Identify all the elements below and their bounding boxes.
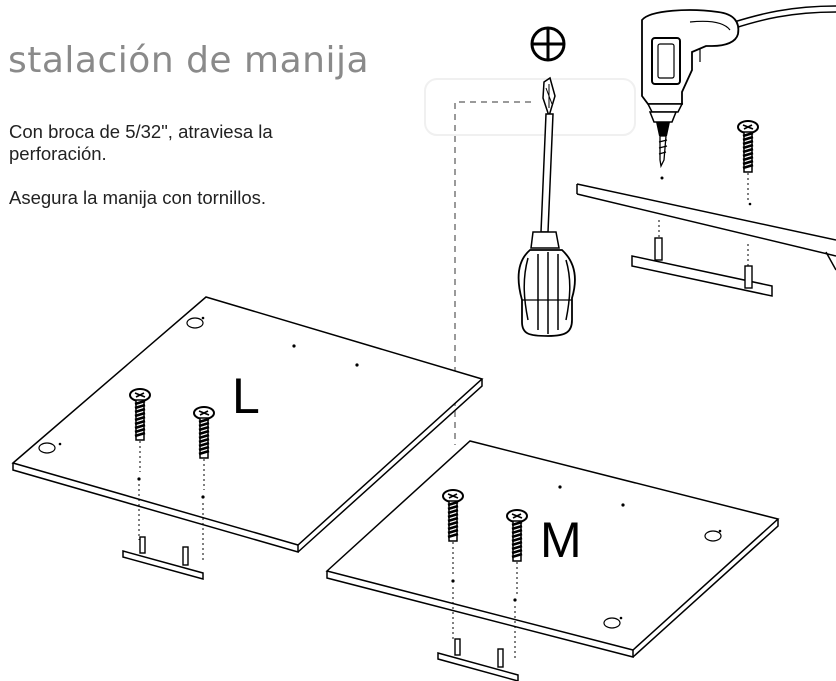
instruction-step-1: Con broca de 5/32", atraviesa la perfora… xyxy=(9,121,273,164)
panel-label-right: M xyxy=(540,512,582,568)
phillips-symbol-icon xyxy=(530,26,566,62)
tool-backdrop xyxy=(424,78,636,136)
screw-icon xyxy=(736,119,760,174)
panel-right: M xyxy=(325,440,780,658)
drill-icon xyxy=(641,5,836,180)
board-edge xyxy=(576,183,836,271)
bar-handle-icon xyxy=(122,536,204,580)
bar-handle-icon xyxy=(631,220,773,297)
panel-left: L xyxy=(11,296,484,553)
page-title: stalación de manija xyxy=(8,40,370,81)
guide-dashed-line xyxy=(454,101,531,445)
instructions: Con broca de 5/32", atraviesa la perfora… xyxy=(9,121,369,231)
panel-label-left: L xyxy=(232,368,260,424)
screwdriver-icon xyxy=(517,76,576,337)
instruction-step-2: Asegura la manija con tornillos. xyxy=(9,187,267,208)
bar-handle-icon xyxy=(437,638,519,681)
